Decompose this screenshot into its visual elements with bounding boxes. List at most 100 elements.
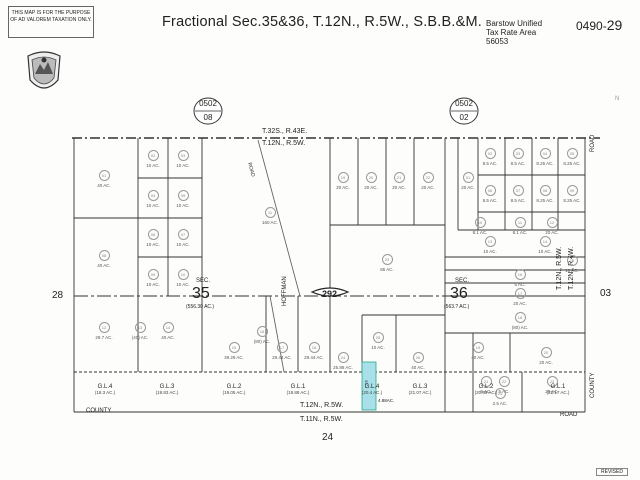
sec35-parcel: 17 29.44 AC.: [268, 342, 296, 360]
tax-rate-area-code: 56053: [486, 37, 509, 46]
parcel-number: 21: [393, 172, 405, 183]
parcel-acres: 8.5 AC.: [510, 161, 526, 166]
parcel-acres: 40 AC.: [411, 365, 425, 370]
sec35-number: 35: [192, 285, 210, 302]
parcel-number: 21: [480, 376, 492, 387]
parcel-acres: 10 AC.: [483, 249, 497, 254]
parcel-number: 15: [566, 255, 578, 266]
parcel-acres: 5 AC.: [480, 389, 492, 394]
parcel-number: 20: [540, 347, 552, 358]
sec36-parcel: 18(80) AC.: [506, 312, 534, 330]
highlighted-parcel: [361, 361, 377, 411]
page-number: 29: [606, 17, 623, 33]
sec35-parcel: 11 160 AC.: [256, 207, 284, 225]
parcel-acres: 10 AC.: [176, 203, 190, 208]
parcel-acres: 160 AC.: [261, 220, 278, 225]
government-lot-label: G.L.1: [290, 384, 306, 390]
parcel-number: 01: [98, 170, 110, 181]
parcel-acres: 10 AC.: [146, 203, 160, 208]
government-lot: G.L.3(21.07 AC.): [400, 384, 440, 395]
parcel-number: 06: [147, 229, 159, 240]
government-lot-label: G.L.1: [550, 384, 566, 390]
government-lot-area: (19.88 AC.): [286, 390, 310, 395]
parcel-acres: 8.5 AC.: [510, 198, 526, 203]
parcel-number: 02: [147, 150, 159, 161]
parcel-acres: 29.44 AC.: [272, 355, 292, 360]
parcel-acres: (40) AC.: [131, 335, 149, 340]
government-lot: G.L.2(19.05 AC.): [214, 384, 254, 395]
parcel-acres: 10 AC.: [565, 268, 579, 273]
parcel-acres: 8.1 AC.: [472, 230, 488, 235]
county-road-label-east: COUNTY: [590, 372, 596, 398]
parcel-number: 23: [381, 254, 393, 265]
sec35-area: (556.30 AC.): [186, 304, 215, 310]
parcel-acres: 40 AC.: [97, 183, 111, 188]
parcel-acres: 39.29 AC.: [224, 355, 244, 360]
parcel-number: 05: [566, 148, 578, 159]
parcel-acres: (80) AC.: [253, 339, 271, 344]
parcel-acres: 20 AC.: [539, 360, 553, 365]
government-lot-label: G.L.3: [159, 384, 175, 390]
government-lot: G.L.4(18.3 AC.): [85, 384, 125, 395]
parcel-acres: 8.5 AC.: [482, 161, 498, 166]
government-lot-area: (20.4 AC.): [361, 390, 383, 395]
government-lot-label: G.L.3: [412, 384, 428, 390]
adjacent-page-south: 24: [322, 432, 334, 443]
parcel-number: 13: [484, 236, 496, 247]
township-label-bottom-b: T.11N., R.5W.: [300, 416, 343, 423]
parcel-lines: [72, 137, 600, 413]
parcel-number: 14: [539, 236, 551, 247]
parcel-acres: 20 AC.: [392, 185, 406, 190]
parcel-acres: 8.5 AC.: [482, 198, 498, 203]
parcel-acres: 10 AC.: [146, 282, 160, 287]
parcel-acres: 10 AC.: [176, 163, 190, 168]
parcel-acres: 10 AC.: [146, 163, 160, 168]
parcel-number: 08: [98, 250, 110, 261]
parcel-number: 18: [514, 312, 526, 323]
parcel-acres: 10 AC.: [371, 345, 385, 350]
sec36-parcel: 13 10 AC.: [476, 236, 504, 254]
parcel-number: 11: [264, 207, 276, 218]
highlight-parcel-acres: 4.88AC.: [378, 398, 395, 403]
parcel-acres: 20 AC.: [421, 185, 435, 190]
parcel-number: 24: [337, 352, 349, 363]
tax-rate-area: Barstow Unified Tax Rate Area 56053: [486, 19, 542, 46]
parcel-number: 16: [514, 269, 526, 280]
government-lot: G.L.1(19.88 AC.): [278, 384, 318, 395]
township-label-top-a: T.32S., R.43E.: [262, 128, 308, 135]
government-lot: G.L.4(20.4 AC.): [352, 384, 392, 395]
parcel-number: 17: [276, 342, 288, 353]
parcel-acres: 20 AC.: [336, 185, 350, 190]
hoffman-road-label: HOFFMAN: [282, 276, 288, 306]
parcel-number: 25: [372, 332, 384, 343]
revised-stamp: REVISED: [596, 468, 628, 476]
sec35-parcel: 25 10 AC.: [364, 332, 392, 350]
adjacent-page-left: 08: [203, 113, 213, 122]
parcel-number: 05: [177, 190, 189, 201]
parcel-acres: 40 AC.: [97, 263, 111, 268]
adjacent-book-right: 0502: [455, 99, 473, 108]
parcel-number: 13: [134, 322, 146, 333]
book-number: 0490-: [576, 19, 607, 33]
parcel-number: 03: [177, 150, 189, 161]
parcel-number: 23: [546, 376, 558, 387]
highway-number: 292: [322, 289, 338, 299]
